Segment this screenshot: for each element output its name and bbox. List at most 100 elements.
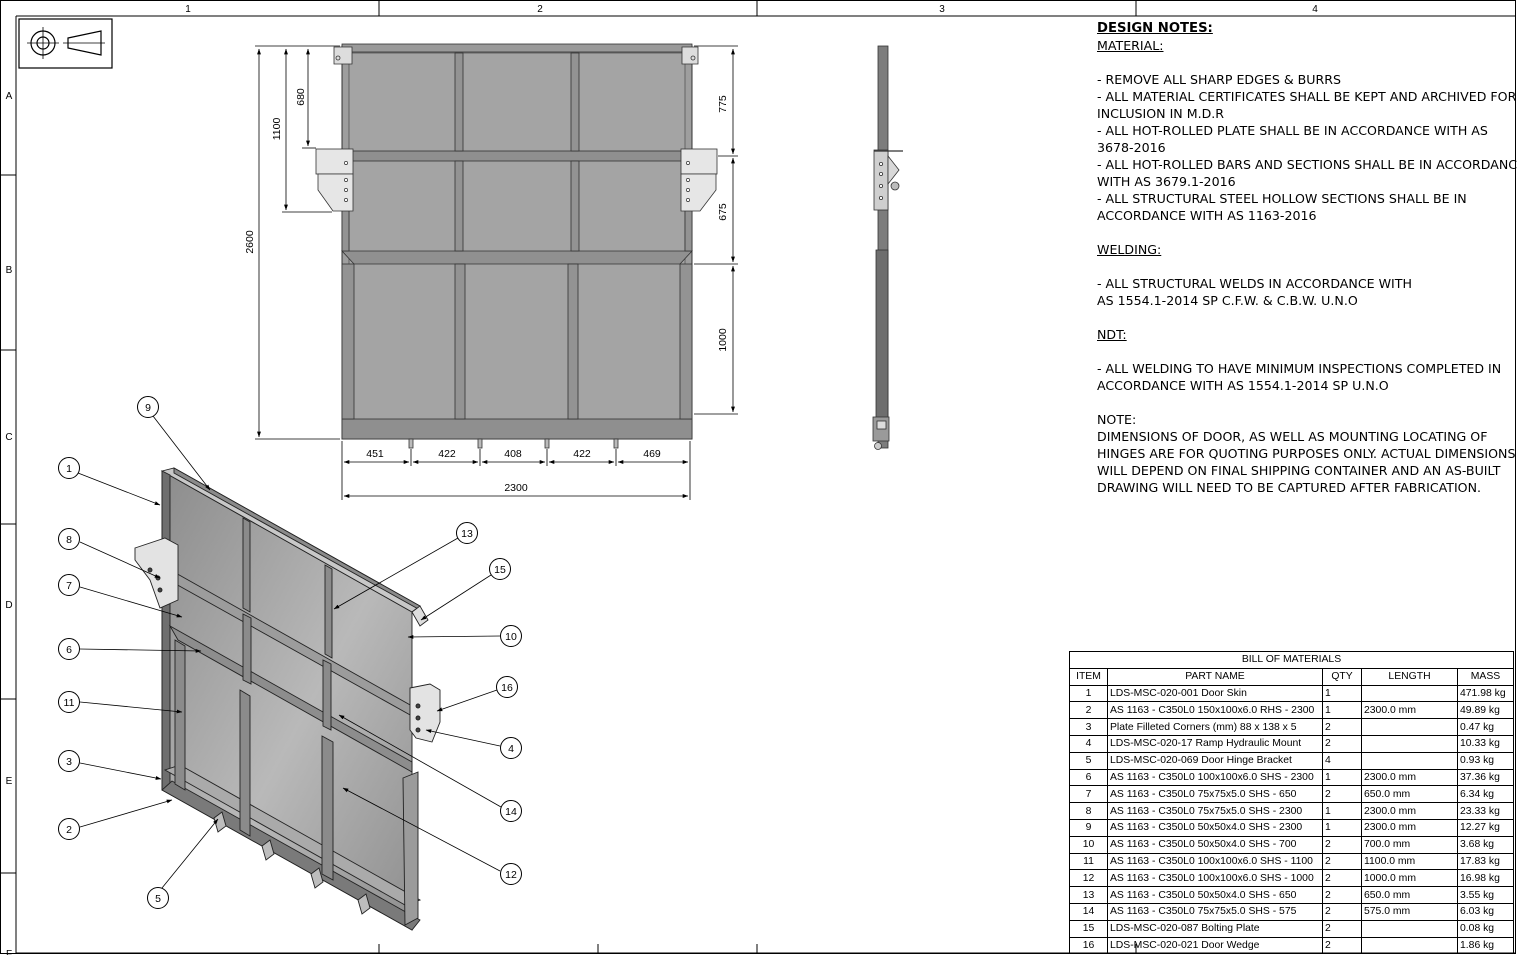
zone-label: 3	[939, 4, 945, 15]
bom-cell-qty: 2	[1322, 852, 1362, 871]
note-line: WITH AS 3679.1-2016	[1097, 174, 1236, 189]
bom-cell-mass: 3.55 kg	[1457, 886, 1514, 904]
bom-cell-part-name: LDS-MSC-020-001 Door Skin	[1107, 684, 1323, 703]
bom-cell-length	[1361, 684, 1458, 703]
bom-cell-item: 7	[1069, 785, 1108, 804]
bom-cell-length	[1361, 919, 1458, 938]
bom-cell-qty: 2	[1322, 734, 1362, 753]
bom-cell-mass: 471.98 kg	[1457, 684, 1514, 703]
note-line: AS 1554.1-2014 SP C.F.W. & C.B.W. U.N.O	[1097, 293, 1358, 308]
bom-cell-part-name: AS 1163 - C350L0 100x100x6.0 SHS - 2300	[1107, 768, 1323, 787]
bom-cell-part-name: LDS-MSC-020-087 Bolting Plate	[1107, 919, 1323, 938]
dimension-label: 408	[504, 448, 522, 460]
bom-cell-qty: 2	[1322, 718, 1362, 736]
bom-cell-item: 11	[1069, 852, 1108, 871]
bom-cell-qty: 2	[1322, 902, 1362, 921]
svg-text:5: 5	[155, 893, 161, 905]
svg-text:12: 12	[505, 869, 517, 881]
bom-cell-length	[1361, 936, 1458, 955]
note-line: - ALL WELDING TO HAVE MINIMUM INSPECTION…	[1097, 361, 1502, 376]
bom-cell-mass: 3.68 kg	[1457, 835, 1514, 854]
ndt-heading: NDT:	[1097, 327, 1127, 342]
bom-cell-mass: 49.89 kg	[1457, 701, 1514, 720]
bom-cell-length: 1000.0 mm	[1361, 869, 1458, 888]
bom-cell-item: 3	[1069, 718, 1108, 736]
bom-cell-part-name: AS 1163 - C350L0 50x50x4.0 SHS - 700	[1107, 835, 1323, 854]
bom-cell-mass: 6.03 kg	[1457, 902, 1514, 921]
bom-cell-part-name: AS 1163 - C350L0 100x100x6.0 SHS - 1100	[1107, 852, 1323, 871]
bom-cell-part-name: LDS-MSC-020-069 Door Hinge Bracket	[1107, 751, 1323, 770]
note-line: - ALL STRUCTURAL STEEL HOLLOW SECTIONS S…	[1097, 191, 1467, 206]
balloon-item-16: 16	[496, 676, 518, 698]
bom-cell-length: 650.0 mm	[1361, 785, 1458, 804]
balloon-item-11: 11	[58, 691, 80, 713]
bom-cell-qty: 1	[1322, 802, 1362, 820]
bom-cell-part-name: AS 1163 - C350L0 100x100x6.0 SHS - 1000	[1107, 869, 1323, 888]
bom-cell-item: 16	[1069, 936, 1108, 955]
note-line: - ALL HOT-ROLLED BARS AND SECTIONS SHALL…	[1097, 157, 1517, 172]
note-line: INCLUSION IN M.D.R	[1097, 106, 1225, 121]
dimension-label: 675	[717, 203, 729, 221]
bom-cell-qty: 2	[1322, 936, 1362, 955]
bom-cell-mass: 23.33 kg	[1457, 802, 1514, 820]
bom-cell-part-name: AS 1163 - C350L0 75x75x5.0 SHS - 575	[1107, 902, 1323, 921]
bom-cell-mass: 37.36 kg	[1457, 768, 1514, 787]
dimension-label: 680	[295, 88, 307, 106]
svg-text:9: 9	[145, 402, 151, 414]
bom-title: BILL OF MATERIALS	[1069, 651, 1514, 669]
balloon-leaders	[77, 415, 502, 889]
svg-text:3: 3	[66, 756, 72, 768]
bom-cell-length: 575.0 mm	[1361, 902, 1458, 921]
balloon-item-5: 5	[147, 887, 169, 909]
note-line: - ALL HOT-ROLLED PLATE SHALL BE IN ACCOR…	[1097, 123, 1488, 138]
bom-header-mass: MASS	[1457, 667, 1514, 686]
bom-cell-mass: 0.08 kg	[1457, 919, 1514, 938]
bom-cell-item: 15	[1069, 919, 1108, 938]
bom-cell-part-name: AS 1163 - C350L0 50x50x4.0 SHS - 2300	[1107, 818, 1323, 837]
svg-text:1: 1	[66, 463, 72, 475]
bom-cell-part-name: AS 1163 - C350L0 50x50x4.0 SHS - 650	[1107, 886, 1323, 904]
zone-label: 2	[537, 4, 543, 15]
bom-cell-mass: 17.83 kg	[1457, 852, 1514, 871]
note-heading: NOTE:	[1097, 412, 1137, 427]
dimension-label: 2300	[504, 482, 528, 494]
dimension-label: 469	[643, 448, 661, 460]
design-notes: DESIGN NOTES: MATERIAL: - REMOVE ALL SHA…	[1097, 20, 1517, 496]
note-line: - REMOVE ALL SHARP EDGES & BURRS	[1097, 72, 1342, 87]
bom-cell-length: 2300.0 mm	[1361, 802, 1458, 820]
bom-header-qty: QTY	[1322, 667, 1362, 686]
bom-cell-mass: 6.34 kg	[1457, 785, 1514, 804]
balloon-item-14: 14	[500, 800, 522, 822]
zone-label: 1	[185, 4, 191, 15]
svg-text:11: 11	[64, 697, 75, 709]
zone-label: F	[6, 949, 12, 955]
balloon-item-4: 4	[500, 737, 522, 759]
bom-cell-item: 14	[1069, 902, 1108, 921]
zone-label: A	[6, 91, 13, 102]
bom-cell-qty: 2	[1322, 919, 1362, 938]
welding-heading: WELDING:	[1097, 242, 1162, 257]
bom-cell-part-name: AS 1163 - C350L0 75x75x5.0 SHS - 2300	[1107, 802, 1323, 820]
svg-text:15: 15	[494, 564, 506, 576]
svg-text:13: 13	[461, 528, 473, 540]
balloon-item-12: 12	[500, 863, 522, 885]
front-view	[315, 43, 718, 449]
svg-text:2: 2	[66, 824, 72, 836]
svg-text:16: 16	[501, 682, 513, 694]
balloon-item-2: 2	[58, 818, 80, 840]
balloon-item-1: 1	[58, 457, 80, 479]
bom-header-length: LENGTH	[1361, 667, 1458, 686]
bom-cell-qty: 1	[1322, 768, 1362, 787]
isometric-view	[134, 467, 441, 931]
bom-cell-length: 2300.0 mm	[1361, 768, 1458, 787]
notes-title: DESIGN NOTES:	[1097, 21, 1213, 36]
zone-label: B	[6, 265, 13, 276]
bom-cell-item: 5	[1069, 751, 1108, 770]
bom-cell-item: 10	[1069, 835, 1108, 854]
